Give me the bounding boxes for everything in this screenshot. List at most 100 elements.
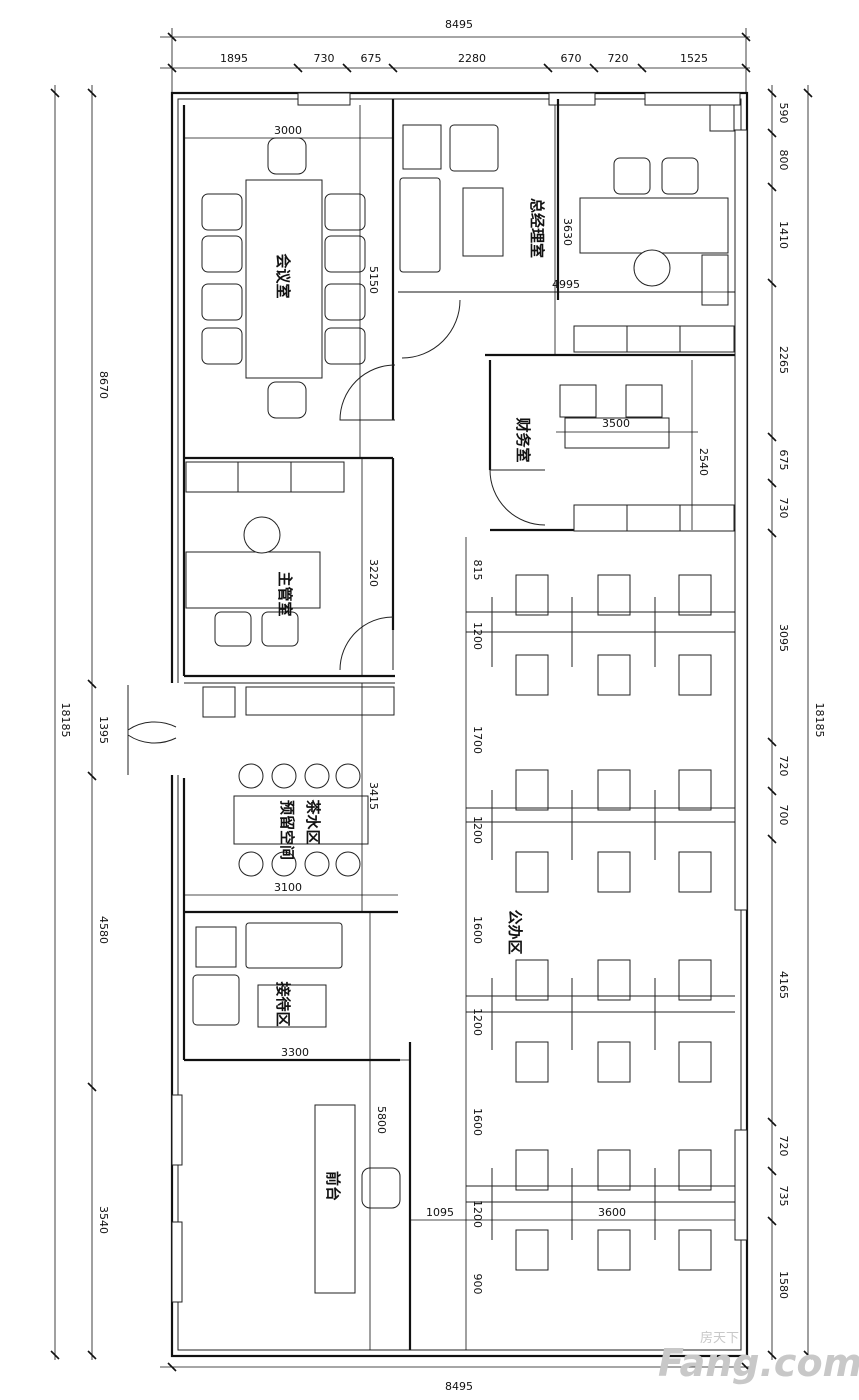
office-chair	[678, 1149, 712, 1191]
interior-dimension-labels: 3000 5150 3630 4995 3500 2540 3220 3415 …	[274, 124, 710, 1295]
dim-top-total: 8495	[445, 18, 473, 31]
dim-top-6: 720	[608, 52, 629, 65]
dim-office-row: 900	[471, 1274, 484, 1295]
office-chair	[678, 1229, 712, 1271]
office-chair	[515, 1041, 549, 1083]
dim-top-3: 675	[361, 52, 382, 65]
doors	[127, 299, 546, 775]
dim-right-13: 1580	[777, 1271, 790, 1299]
office-chair	[515, 1229, 549, 1271]
dim-right-5: 675	[777, 450, 790, 471]
dim-supervisor-h: 3220	[367, 559, 380, 587]
dim-top-5: 670	[561, 52, 582, 65]
dim-office-row: 1200	[471, 1008, 484, 1036]
office-chair	[515, 769, 549, 811]
dim-right-1: 590	[777, 103, 790, 124]
dim-gm-h: 3630	[561, 218, 574, 246]
room-label-reserved: 预留空间	[278, 800, 296, 860]
office-chair	[678, 654, 712, 696]
dim-office-row: 1200	[471, 1200, 484, 1228]
reception-furniture	[192, 922, 401, 1294]
office-chair	[515, 959, 549, 1001]
dim-right-4: 2265	[777, 346, 790, 374]
room-labels: 会议室 总经理室 财务室 主管室 茶水区 预留空间 公办区 接待区 前台	[274, 198, 546, 1201]
dim-top-2: 730	[314, 52, 335, 65]
dim-tea-w: 3100	[274, 881, 302, 894]
room-label-office-area: 公办区	[506, 909, 524, 954]
office-chair	[597, 1041, 631, 1083]
dimension-labels: 8495 1895 730 675 2280 670 720 1525 8495…	[59, 18, 826, 1393]
dim-tea-h: 3415	[367, 782, 380, 810]
room-label-supervisor: 主管室	[276, 571, 294, 616]
room-label-finance: 财务室	[514, 417, 532, 462]
meeting-furniture	[201, 137, 366, 419]
office-chair	[515, 1149, 549, 1191]
dim-finance-w: 3500	[602, 417, 630, 430]
dim-finance-h: 2540	[697, 448, 710, 476]
office-chair	[597, 574, 631, 616]
dim-bottom-w: 3600	[598, 1206, 626, 1219]
watermark-sub: 房天下	[700, 1330, 739, 1346]
dim-top-1: 1895	[220, 52, 248, 65]
dim-left-outer-2: 18185	[59, 703, 72, 738]
office-chair	[515, 654, 549, 696]
office-chair	[597, 1149, 631, 1191]
dim-gm-w: 4995	[552, 278, 580, 291]
dim-bottom-gap: 1095	[426, 1206, 454, 1219]
gm-furniture	[399, 104, 735, 353]
office-chair	[678, 1041, 712, 1083]
interior-dimension-lines	[184, 105, 735, 1350]
office-chair	[515, 574, 549, 616]
dim-office-row: 1200	[471, 622, 484, 650]
room-label-reception: 接待区	[274, 981, 292, 1026]
dim-right-12: 735	[777, 1186, 790, 1207]
dimension-lines	[50, 28, 813, 1372]
watermark-brand: Fang.com	[658, 1341, 859, 1385]
dim-bottom-total: 8495	[445, 1380, 473, 1393]
dim-right-11: 720	[777, 1136, 790, 1157]
supervisor-furniture	[185, 461, 395, 718]
dim-right-3: 1410	[777, 221, 790, 249]
office-chair	[678, 851, 712, 893]
dim-right-6: 730	[777, 498, 790, 519]
dim-right-7: 3095	[777, 624, 790, 652]
office-chair	[678, 574, 712, 616]
office-chair	[597, 654, 631, 696]
dim-right-9: 700	[777, 805, 790, 826]
dim-right-10: 4165	[777, 971, 790, 999]
office-chair	[597, 959, 631, 1001]
office-chair	[597, 1229, 631, 1271]
dim-left-outer-1: 8670	[97, 371, 110, 399]
dim-left-inner-2: 4580	[97, 916, 110, 944]
office-chair	[597, 769, 631, 811]
room-label-front-desk: 前台	[324, 1171, 342, 1201]
dim-top-4: 2280	[458, 52, 486, 65]
dim-left-inner-1: 1395	[97, 716, 110, 744]
office-chair	[515, 851, 549, 893]
dim-meeting-h: 5150	[367, 266, 380, 294]
dim-meeting-w: 3000	[274, 124, 302, 137]
dim-right-outer: 18185	[813, 703, 826, 738]
dim-office-row: 1600	[471, 916, 484, 944]
finance-furniture	[559, 384, 735, 532]
dim-office-row: 1700	[471, 726, 484, 754]
office-chair	[678, 959, 712, 1001]
dim-office-row: 815	[471, 560, 484, 581]
tea-furniture	[233, 763, 369, 877]
dim-front-h: 5800	[375, 1106, 388, 1134]
dim-left-inner-3: 3540	[97, 1206, 110, 1234]
dim-top-7: 1525	[680, 52, 708, 65]
dim-office-row: 1200	[471, 816, 484, 844]
room-label-meeting: 会议室	[274, 253, 292, 298]
dim-right-2: 800	[777, 150, 790, 171]
office-row-dims: 815 1200 1700 1200 1600 1200 1600 1200 900	[471, 560, 484, 1295]
office-chair	[597, 851, 631, 893]
dim-office-row: 1600	[471, 1108, 484, 1136]
room-label-tea-area: 茶水区	[304, 799, 322, 844]
office-chair	[678, 769, 712, 811]
dim-reception-w: 3300	[281, 1046, 309, 1059]
dim-right-8: 720	[777, 756, 790, 777]
office-desks	[466, 574, 735, 1271]
room-label-gm-office: 总经理室	[528, 198, 546, 258]
